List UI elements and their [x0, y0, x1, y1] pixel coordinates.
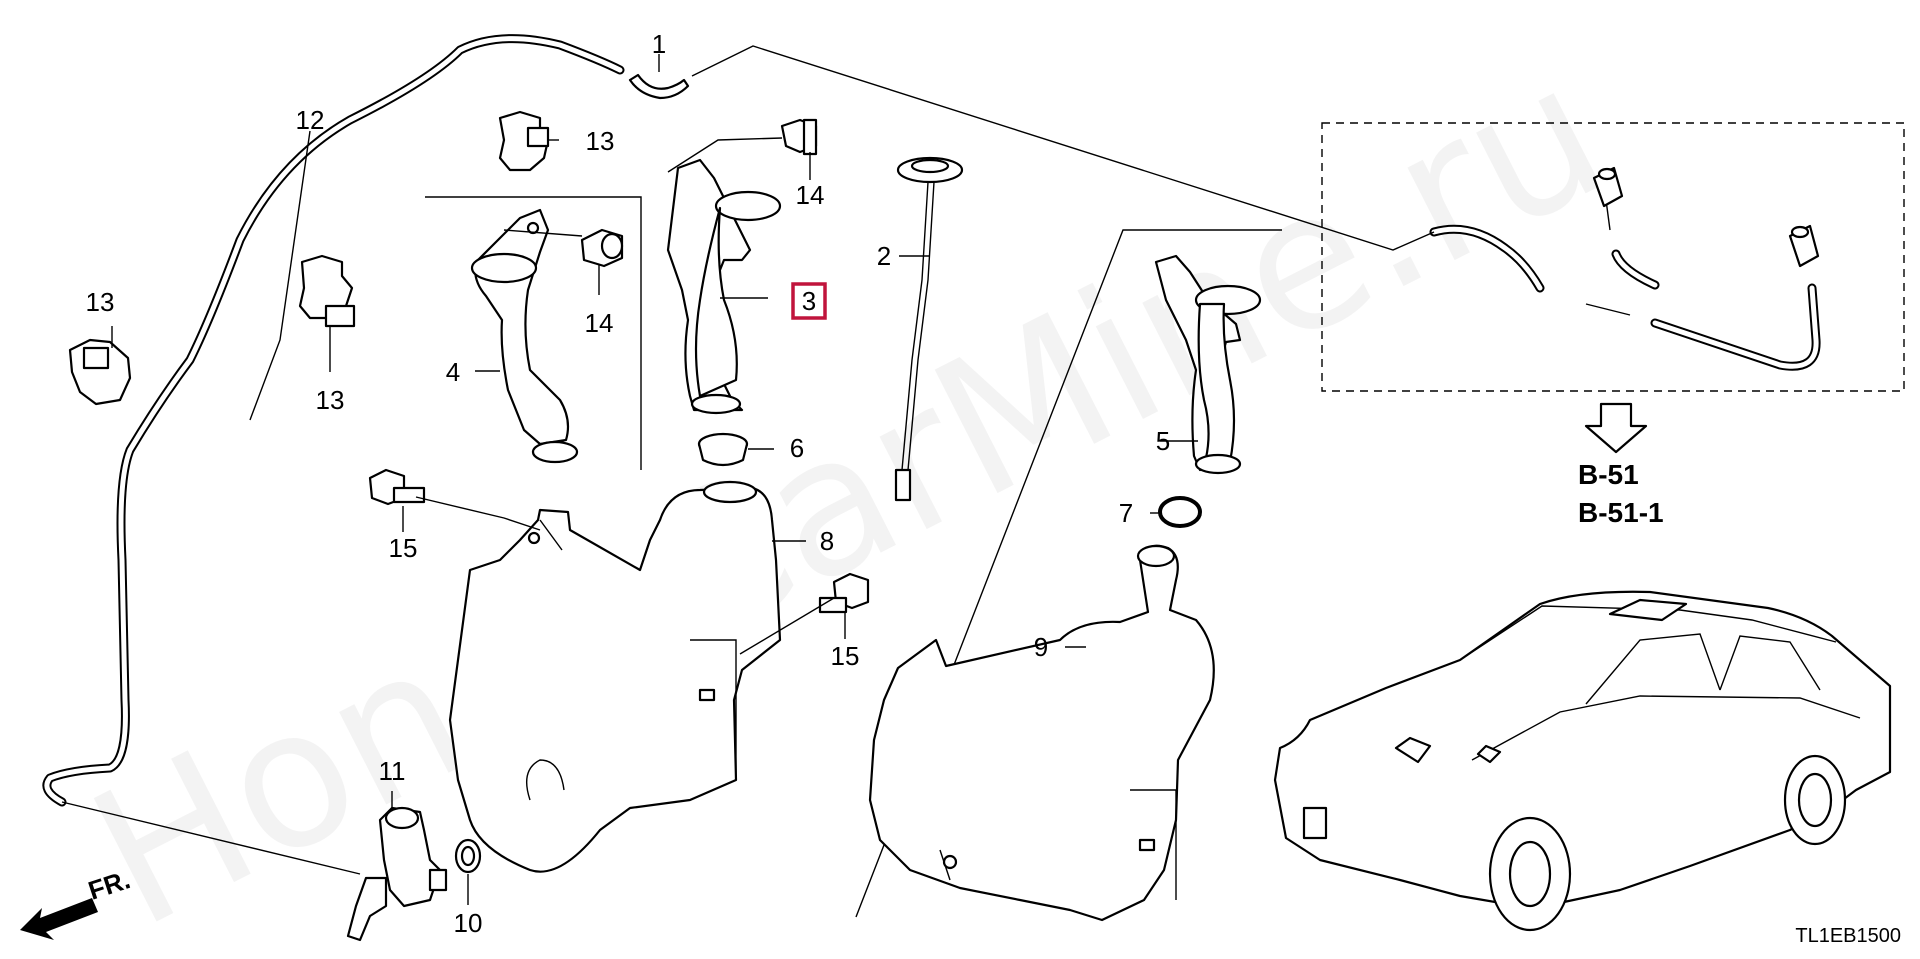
- bolt-14-left[interactable]: [580, 228, 624, 268]
- leader-lines: [61, 45, 1435, 905]
- callout-14-right[interactable]: 14: [796, 180, 825, 210]
- filler-neck-5[interactable]: [1154, 254, 1262, 475]
- callout-10[interactable]: 10: [454, 908, 483, 938]
- callout-15-right[interactable]: 15: [831, 641, 860, 671]
- callout-3[interactable]: 3: [802, 286, 816, 316]
- car-silhouette-icon: [1273, 590, 1892, 932]
- callout-15-left[interactable]: 15: [389, 533, 418, 563]
- callout-8[interactable]: 8: [820, 526, 834, 556]
- callout-6[interactable]: 6: [790, 433, 804, 463]
- callout-13-top[interactable]: 13: [586, 126, 615, 156]
- callout-14-left[interactable]: 14: [585, 308, 614, 338]
- callout-9[interactable]: 9: [1034, 632, 1048, 662]
- callout-11[interactable]: 11: [379, 756, 406, 786]
- callout-1[interactable]: 1: [652, 29, 666, 59]
- diagram-code: TL1EB1500: [1795, 925, 1901, 947]
- grommet-6[interactable]: [697, 432, 749, 467]
- bolt-14-right[interactable]: [780, 118, 818, 156]
- callout-7[interactable]: 7: [1119, 498, 1133, 528]
- bolt-15-left[interactable]: [368, 468, 426, 506]
- washer-tank-9[interactable]: [868, 544, 1215, 922]
- reference-label-b51-1[interactable]: B-51-1: [1578, 497, 1664, 528]
- callout-2[interactable]: 2: [877, 241, 891, 271]
- bolt-15-right[interactable]: [818, 572, 870, 614]
- clip-13-left[interactable]: [68, 338, 132, 406]
- callout-3-highlight-box: [791, 282, 827, 320]
- callout-12[interactable]: 12: [296, 105, 325, 135]
- washer-pump-11[interactable]: [346, 806, 448, 942]
- front-arrow-icon: [20, 898, 98, 940]
- reference-arrow-icon: [1584, 402, 1648, 454]
- callout-5[interactable]: 5: [1156, 426, 1170, 456]
- grommet-10[interactable]: [454, 838, 482, 874]
- reference-label-b51[interactable]: B-51: [1578, 459, 1639, 490]
- washer-tank-8[interactable]: [448, 480, 782, 873]
- callout-13-left[interactable]: 13: [86, 287, 115, 317]
- callout-13-middle[interactable]: 13: [316, 385, 345, 415]
- filler-neck-3[interactable]: [666, 158, 782, 415]
- o-ring-7[interactable]: [1158, 496, 1202, 528]
- washer-nozzle-right-icon: [1788, 224, 1820, 268]
- group-frame-left: [425, 196, 642, 470]
- clip-13-top[interactable]: [498, 110, 550, 172]
- nozzle-hoses: [1429, 199, 1821, 371]
- level-gauge-2[interactable]: [894, 156, 964, 502]
- washer-tube-12[interactable]: [42, 34, 625, 807]
- clip-13-middle[interactable]: [298, 254, 356, 328]
- filler-neck-4[interactable]: [470, 208, 579, 464]
- washer-nozzle-left-icon: [1592, 166, 1624, 208]
- nozzle-detail-box: [1321, 122, 1905, 392]
- joint-1[interactable]: [628, 73, 690, 100]
- callout-4[interactable]: 4: [446, 357, 460, 387]
